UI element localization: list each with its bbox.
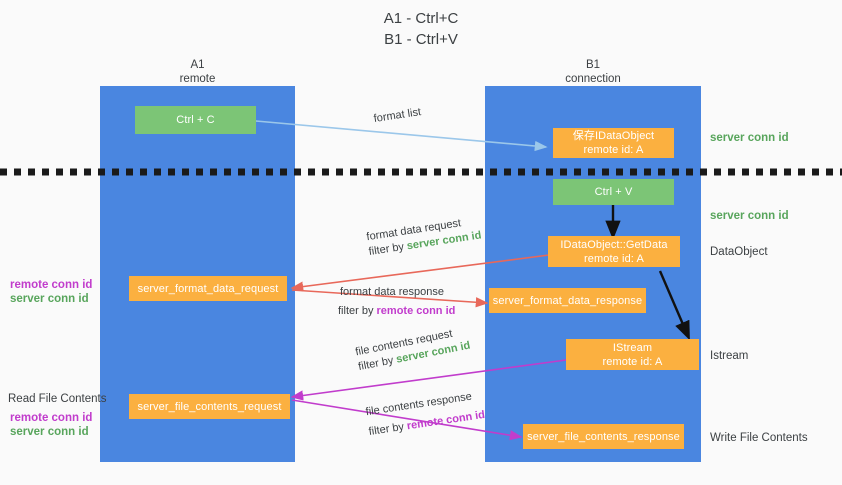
edge-label-file-contents-response: file contents response filter by remote …: [365, 388, 486, 440]
node-server-file-contents-request-label: server_file_contents_request: [137, 400, 282, 413]
node-getdata-line2: remote id: A: [584, 252, 644, 265]
right-label-server-conn-id-1: server conn id: [710, 132, 789, 144]
left-label-read-file-contents: Read File Contents: [8, 393, 107, 405]
left-label-remote-conn-id-1: remote conn id: [10, 279, 93, 291]
node-server-format-data-request[interactable]: server_format_data_request: [129, 276, 287, 301]
node-istream-line2: remote id: A: [602, 355, 663, 368]
right-label-dataobject: DataObject: [710, 246, 768, 258]
edge-label-format-data-request: format data request filter by server con…: [366, 214, 483, 260]
edge-label-format-data-response-main: format data response: [340, 286, 444, 298]
node-istream-line1: IStream: [612, 341, 653, 354]
right-label-istream: Istream: [710, 350, 749, 362]
node-istream[interactable]: IStream remote id: A: [566, 339, 699, 370]
edge-label-format-data-response-filter: filter by remote conn id: [338, 305, 456, 317]
column-header-b1: B1 connection: [485, 58, 701, 86]
column-b1-name: B1: [585, 59, 601, 71]
column-b1-sub: connection: [565, 73, 621, 85]
diagram-title: A1 - Ctrl+C B1 - Ctrl+V: [0, 8, 842, 50]
node-server-format-data-response-label: server_format_data_response: [492, 294, 643, 307]
title-line-2: B1 - Ctrl+V: [384, 31, 458, 48]
node-getdata-line1: IDataObject::GetData: [560, 238, 668, 251]
edge-label-file-contents-request: file contents request filter by server c…: [354, 324, 471, 375]
left-label-server-conn-id-2: server conn id: [10, 426, 89, 438]
left-label-remote-conn-id-2: remote conn id: [10, 412, 93, 424]
node-ctrl-c[interactable]: Ctrl + C: [135, 106, 256, 134]
node-server-format-data-request-label: server_format_data_request: [137, 282, 279, 295]
node-save-dataobject-line2: remote id: A: [583, 144, 644, 156]
column-a1-name: A1: [190, 59, 205, 71]
node-server-format-data-response[interactable]: server_format_data_response: [489, 288, 646, 313]
node-server-file-contents-request[interactable]: server_file_contents_request: [129, 394, 290, 419]
column-a1-sub: remote: [179, 73, 216, 85]
edge-label-format-data-response: format data response filter by remote co…: [338, 285, 456, 319]
node-server-file-contents-response[interactable]: server_file_contents_response: [523, 424, 684, 449]
node-ctrl-v[interactable]: Ctrl + V: [553, 179, 674, 205]
column-header-a1: A1 remote: [100, 58, 295, 86]
right-label-server-conn-id-2: server conn id: [710, 210, 789, 222]
node-getdata[interactable]: IDataObject::GetData remote id: A: [548, 236, 680, 267]
right-label-write-file-contents: Write File Contents: [710, 432, 808, 444]
node-save-dataobject-line1: 保存IDataObject: [572, 130, 655, 142]
left-label-server-conn-id-1: server conn id: [10, 293, 89, 305]
edge-label-format-list: format list: [372, 106, 422, 126]
node-ctrl-v-label: Ctrl + V: [594, 186, 633, 198]
node-server-file-contents-response-label: server_file_contents_response: [527, 430, 680, 443]
title-line-1: A1 - Ctrl+C: [383, 10, 459, 27]
node-save-dataobject[interactable]: 保存IDataObject remote id: A: [553, 128, 674, 158]
node-ctrl-c-label: Ctrl + C: [176, 114, 215, 126]
